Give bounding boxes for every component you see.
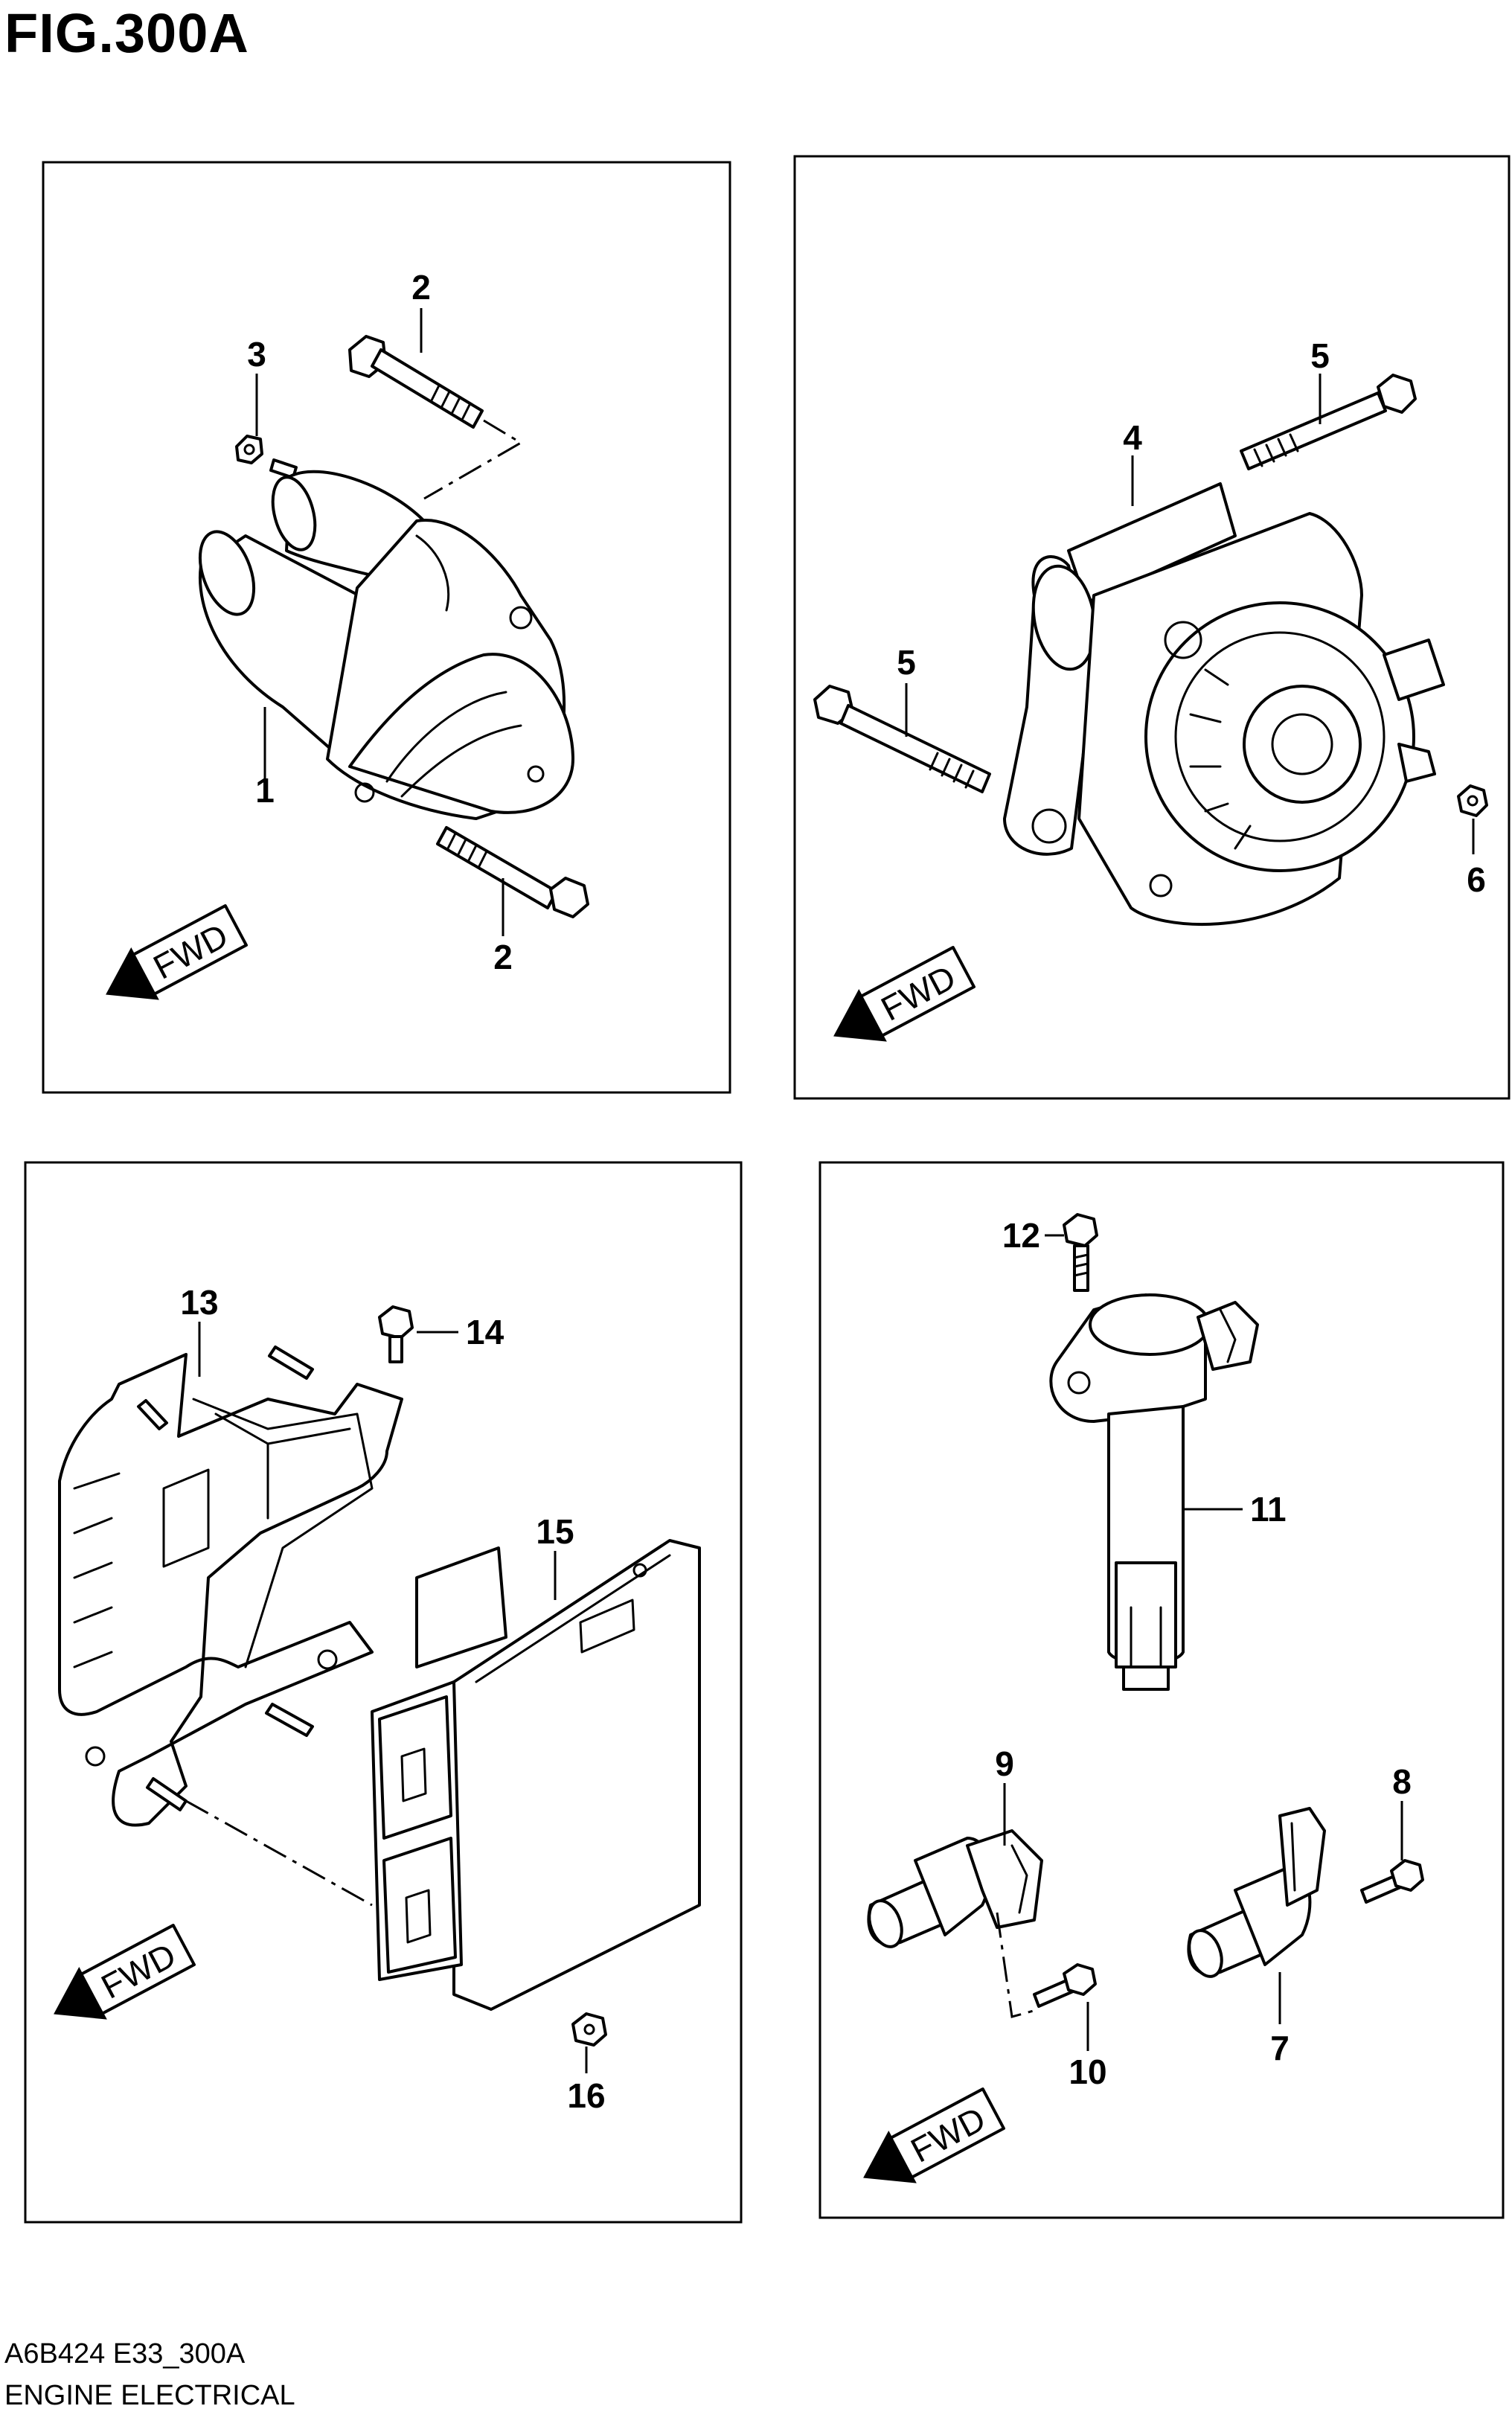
callout-3: 3: [247, 335, 266, 374]
stud-lower: [146, 1777, 188, 1811]
bolt-10[interactable]: [1033, 1963, 1097, 2008]
callout-14: 14: [466, 1313, 504, 1351]
panel-alternator: 4 5 5 6 FWD: [793, 155, 1511, 1100]
stud-middle: [265, 1703, 314, 1737]
fwd-arrow-panel3: FWD: [54, 1924, 196, 2020]
figure-code: A6B424 E33_300A: [4, 2338, 246, 2370]
fwd-arrow-panel4: FWD: [863, 2087, 1005, 2183]
callout-7: 7: [1270, 2029, 1290, 2067]
callout-16: 16: [567, 2076, 605, 2115]
fwd-arrow-panel1: FWD: [106, 904, 248, 1000]
callout-9: 9: [995, 1744, 1014, 1783]
bolt-5-top[interactable]: [1240, 374, 1417, 470]
nut-16[interactable]: [571, 2012, 607, 2047]
panel-ignition: 12 11 9 8 10 7 FWD: [819, 1161, 1505, 2219]
stud-upper-left: [137, 1399, 168, 1430]
callout-2-bottom: 2: [493, 938, 513, 976]
figure-caption: ENGINE ELECTRICAL: [4, 2380, 295, 2411]
ecm-15[interactable]: [371, 1539, 701, 2011]
callout-11: 11: [1250, 1490, 1287, 1529]
panel-ecm: 13 14 15 16 FWD: [24, 1161, 743, 2224]
fwd-arrow-panel2: FWD: [833, 946, 976, 1042]
nut-6[interactable]: [1457, 784, 1488, 817]
callout-5-top: 5: [1310, 336, 1330, 375]
stud-upper-right: [268, 1346, 314, 1380]
callout-13: 13: [180, 1283, 218, 1322]
callout-1: 1: [255, 771, 275, 810]
bolt-2-top[interactable]: [348, 335, 484, 429]
callout-10: 10: [1069, 2052, 1106, 2091]
bolt-5-left[interactable]: [813, 685, 991, 793]
callout-6: 6: [1467, 860, 1486, 899]
bolt-8[interactable]: [1360, 1859, 1424, 1904]
callout-2-top: 2: [411, 268, 431, 307]
callout-4: 4: [1123, 418, 1142, 457]
ignition-coil-11[interactable]: [1049, 1293, 1259, 1691]
alternator-4[interactable]: [1003, 482, 1445, 927]
figure-title: FIG.300A: [4, 2, 249, 64]
nut-3[interactable]: [235, 435, 263, 464]
bolt-2-bottom[interactable]: [436, 826, 589, 918]
bolt-14[interactable]: [378, 1305, 414, 1363]
callout-15: 15: [536, 1512, 574, 1551]
callout-5-left: 5: [897, 643, 916, 682]
panel-starter: 2 3 1 2 FWD: [42, 161, 731, 1094]
bracket-13[interactable]: [58, 1353, 403, 1827]
sensor-7[interactable]: [1183, 1807, 1326, 1981]
callout-12: 12: [1002, 1216, 1040, 1255]
callout-8: 8: [1392, 1762, 1412, 1801]
starter-motor-1[interactable]: [190, 470, 574, 820]
bolt-12[interactable]: [1063, 1213, 1098, 1292]
sensor-9[interactable]: [863, 1829, 1043, 1951]
